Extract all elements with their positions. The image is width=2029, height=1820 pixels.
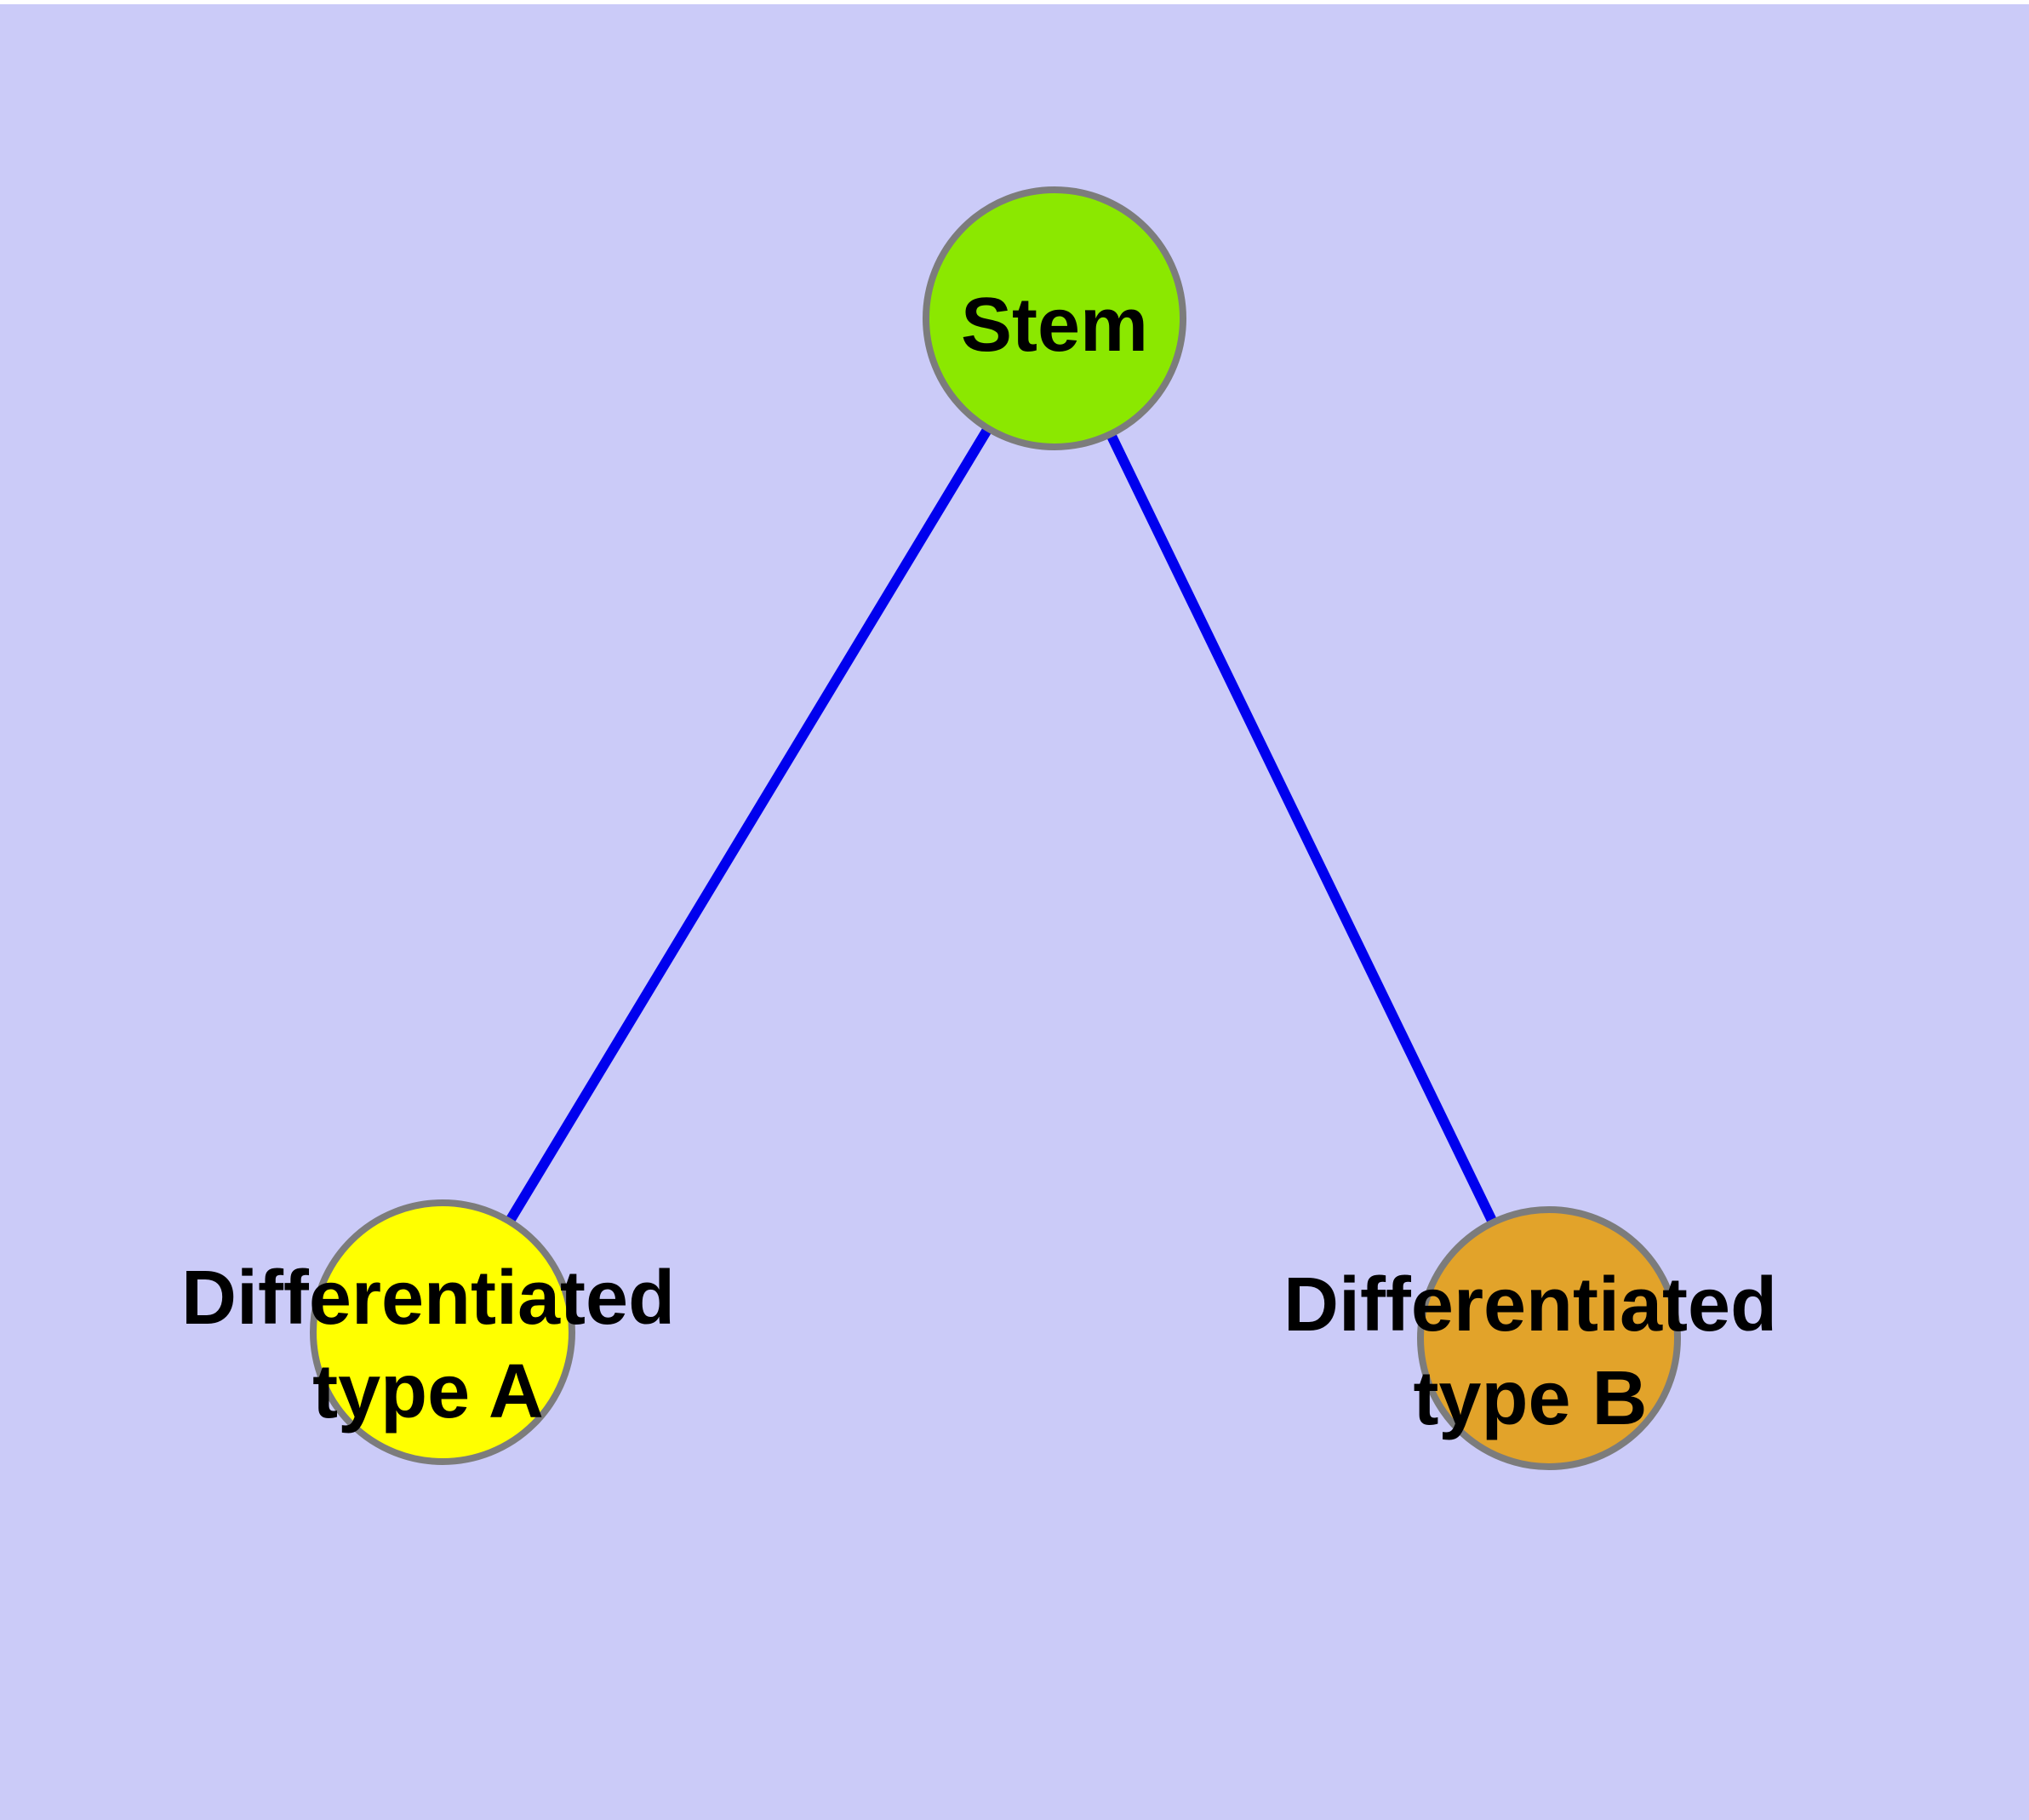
node-type-b-label: Differentiated type B xyxy=(1283,1258,1777,1445)
node-stem-circle xyxy=(923,186,1186,450)
node-type-a-circle xyxy=(310,1199,575,1465)
node-type-b-label-line1: Differentiated xyxy=(1283,1262,1778,1348)
graph-svg xyxy=(310,186,1681,1470)
node-type-a-label-line2: type A xyxy=(312,1349,544,1434)
node-type-a-label-line1: Differentiated xyxy=(180,1256,676,1341)
node-type-a-label: Differentiated type A xyxy=(181,1251,675,1439)
node-type-b-label-line2: type B xyxy=(1413,1356,1648,1441)
node-type-b-circle xyxy=(1417,1206,1681,1470)
node-stem-label: Stem xyxy=(960,283,1149,368)
diagram-canvas: Stem Differentiated type A Differentiate… xyxy=(0,4,2029,1820)
edge-stem-to-type-b xyxy=(1049,316,1554,1341)
edge-stem-to-type-a xyxy=(437,315,1060,1336)
